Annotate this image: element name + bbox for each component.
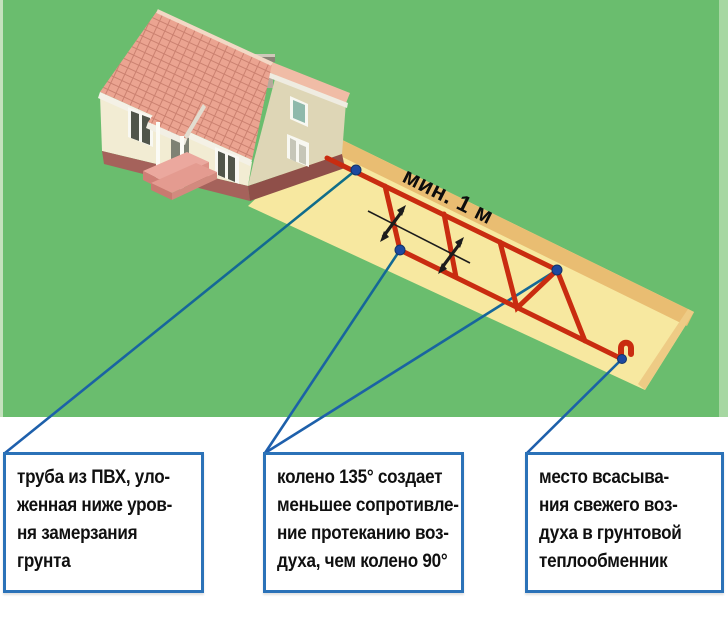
dimension-arrowhead	[397, 205, 406, 216]
text-line: женная ниже уров-	[17, 495, 173, 516]
roof-ridge-cap	[156, 9, 273, 66]
dimension-marks	[367, 205, 471, 274]
text-line: колено 135° создает	[277, 467, 443, 488]
junction-dot	[350, 164, 362, 176]
junction-dot	[617, 354, 627, 364]
window-pane	[299, 144, 306, 165]
front-window-left	[128, 107, 153, 147]
window-pane	[228, 155, 235, 182]
porch-roof-edge	[184, 104, 206, 139]
pipe-rung-1	[382, 183, 403, 253]
sand-strip	[248, 132, 694, 390]
window-pane	[142, 115, 150, 145]
chimney-cap-top	[255, 54, 275, 57]
text-line: теплообменник	[539, 551, 668, 572]
pipe-zigzag	[497, 239, 588, 344]
junction-dots	[350, 164, 627, 364]
callout-box-air-intake: место всасыва- ния свежего воз- духа в г…	[525, 452, 724, 593]
callout-line-air-intake	[525, 357, 624, 455]
porch-step-top	[151, 163, 217, 193]
junction-dot	[394, 244, 406, 256]
text-line: ня замерзания	[17, 523, 138, 544]
porch	[143, 91, 217, 200]
callout-text-air-intake: место всасыва- ния свежего воз- духа в г…	[539, 464, 695, 576]
grass-right-edge-highlight	[719, 0, 728, 417]
grass-left-edge-highlight	[0, 0, 3, 417]
gable-wall	[248, 71, 346, 186]
air-intake-pipe	[618, 339, 634, 363]
text-line: труба из ПВХ, уло-	[17, 467, 170, 488]
roof-tile-grid	[100, 11, 272, 160]
junction-dot	[551, 264, 563, 276]
text-line: грунта	[17, 551, 71, 572]
callout-box-elbow-135: колено 135° создает меньшее сопротивле- …	[263, 452, 464, 593]
dimension-arrowhead	[438, 263, 447, 274]
porch-column	[156, 122, 160, 179]
front-window-right	[215, 147, 239, 184]
dimension-tick	[439, 241, 463, 270]
house	[98, 9, 350, 201]
sand-strip-top-band	[322, 132, 694, 326]
porch-step-side	[172, 172, 217, 200]
text-line: меньшее сопротивле-	[277, 495, 459, 516]
pipe-network	[324, 155, 634, 363]
dimension-tick	[381, 209, 405, 238]
porch-platform-top	[143, 152, 209, 182]
text-line: место всасыва-	[539, 467, 669, 488]
text-line: духа, чем колено 90°	[277, 551, 448, 572]
text-line: ние протеканию воз-	[277, 523, 449, 544]
callout-text-pvc-pipe: труба из ПВХ, уло- женная ниже уров- ня …	[17, 464, 175, 576]
window-pane	[131, 111, 139, 141]
window-pane	[293, 100, 305, 123]
gable-window-upper	[290, 96, 308, 127]
text-line: духа в грунтовой	[539, 523, 682, 544]
foundation-side	[248, 154, 345, 201]
callout-box-pvc-pipe: труба из ПВХ, уло- женная ниже уров- ня …	[3, 452, 204, 593]
porch-step-front	[151, 183, 172, 200]
text-line: ния свежего воз-	[539, 495, 678, 516]
gable-window-lower	[287, 134, 309, 167]
dimension-arrowhead	[380, 231, 389, 242]
roof-far-fascia	[267, 72, 348, 108]
roof-far-plane	[268, 62, 350, 103]
pipe-rung-2	[441, 211, 459, 280]
sand-strip-end-band	[638, 309, 694, 390]
window-pane	[218, 151, 225, 178]
window-pane	[290, 138, 296, 162]
dimension-arrowhead	[455, 237, 464, 248]
callout-line-elbow-a	[263, 248, 402, 455]
callout-text-elbow-135: колено 135° создает меньшее сопротивле- …	[277, 464, 459, 576]
callout-line-pvc-pipe	[3, 168, 358, 455]
